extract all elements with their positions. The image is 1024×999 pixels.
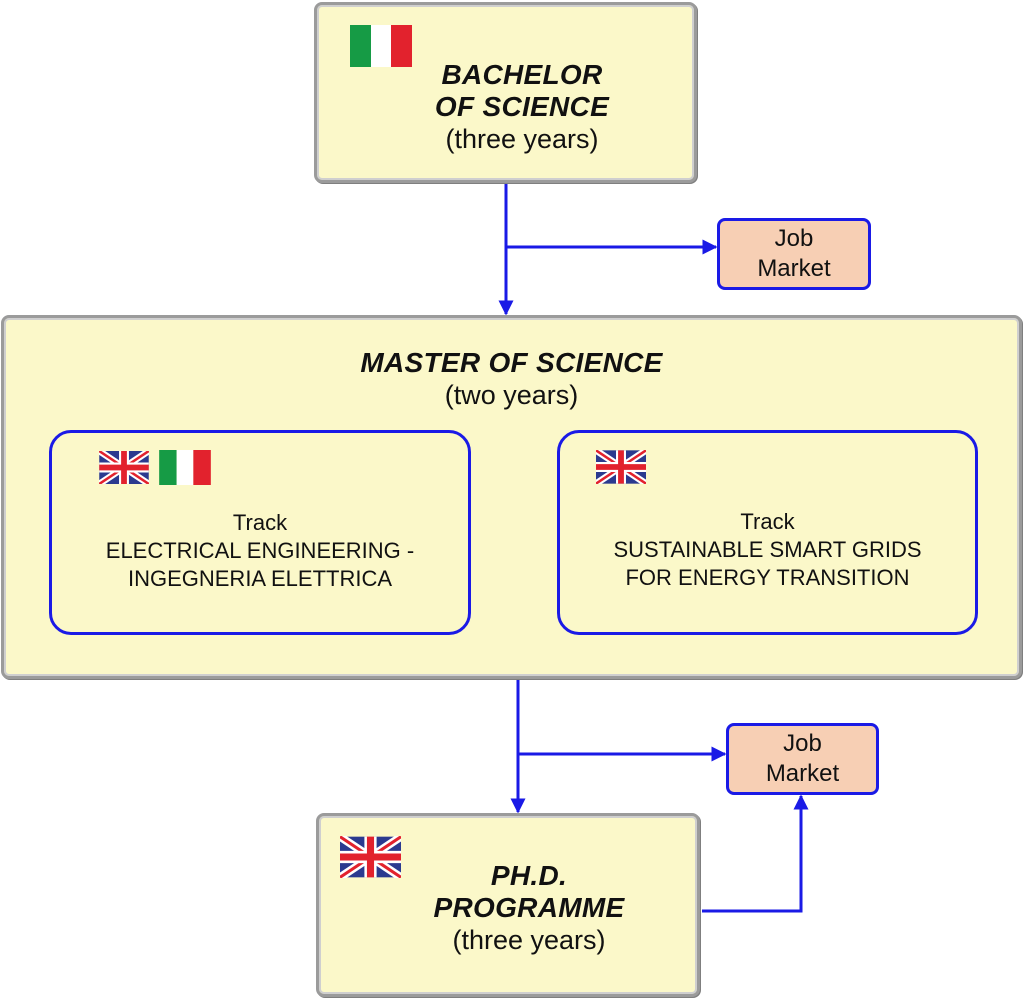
bachelor-title-line2: OF SCIENCE	[434, 91, 610, 122]
job-market-box-1: Job Market	[717, 218, 871, 290]
uk-flag-icon	[596, 450, 646, 484]
track-electrical-engineering: Track ELECTRICAL ENGINEERING - INGEGNERI…	[49, 430, 471, 635]
job-market-2-line1: Job	[783, 730, 822, 757]
italy-flag-icon	[350, 25, 412, 67]
track-1-name-line1: ELECTRICAL ENGINEERING -	[105, 538, 415, 563]
job-market-1-line1: Job	[774, 225, 814, 252]
uk-flag-icon	[99, 451, 149, 484]
job-market-2-line2: Market	[765, 760, 840, 787]
phd-title-line2: PROGRAMME	[433, 892, 625, 923]
track-1-label: Track	[232, 510, 288, 535]
bachelor-title-line1: BACHELOR	[441, 59, 603, 90]
phd-duration: (three years)	[452, 925, 606, 955]
uk-flag-icon	[340, 836, 401, 878]
phd-title-line1: PH.D.	[490, 860, 568, 891]
bachelor-duration: (three years)	[445, 124, 599, 154]
master-heading: MASTER OF SCIENCE (two years)	[4, 347, 1019, 411]
track-2-text: Track SUSTAINABLE SMART GRIDS FOR ENERGY…	[560, 508, 975, 592]
job-market-box-2: Job Market	[726, 723, 879, 795]
master-title: MASTER OF SCIENCE	[360, 347, 663, 378]
bachelor-box: BACHELOR OF SCIENCE (three years)	[314, 2, 697, 183]
italy-flag-icon	[159, 450, 211, 485]
track-1-text: Track ELECTRICAL ENGINEERING - INGEGNERI…	[52, 509, 468, 593]
master-duration: (two years)	[444, 380, 579, 410]
job-market-1-line2: Market	[757, 255, 831, 282]
track-1-name-line2: INGEGNERIA ELETTRICA	[127, 566, 393, 591]
master-box: MASTER OF SCIENCE (two years) Track ELEC…	[1, 315, 1022, 679]
track-2-label: Track	[740, 509, 795, 534]
phd-box: PH.D. PROGRAMME (three years)	[316, 813, 700, 997]
phd-text: PH.D. PROGRAMME (three years)	[389, 860, 669, 956]
arrow-phd-to-job-market	[702, 794, 809, 913]
track-sustainable-smart-grids: Track SUSTAINABLE SMART GRIDS FOR ENERGY…	[557, 430, 978, 635]
bachelor-text: BACHELOR OF SCIENCE (three years)	[407, 59, 637, 155]
track-2-name-line1: SUSTAINABLE SMART GRIDS	[613, 537, 922, 562]
track-2-name-line2: FOR ENERGY TRANSITION	[625, 565, 910, 590]
